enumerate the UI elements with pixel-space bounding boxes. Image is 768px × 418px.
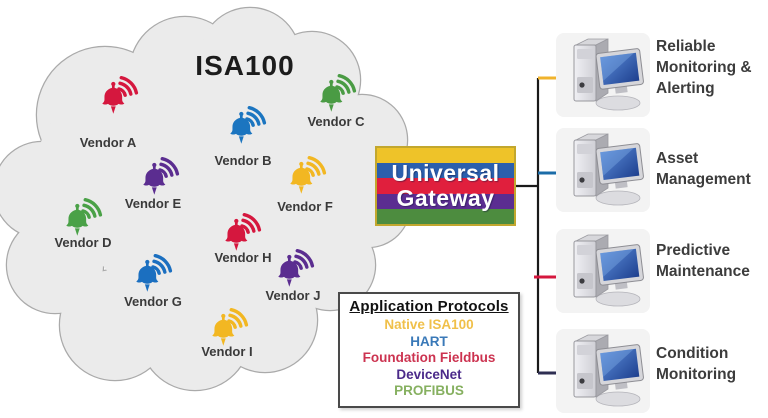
computer-icon [556, 329, 650, 413]
gateway-stripe-isa100 [377, 148, 514, 164]
vendor-c-label: Vendor C [307, 114, 365, 129]
vendor-b-label: Vendor B [214, 153, 272, 168]
computer-icon [556, 229, 650, 313]
vendor-f-label: Vendor F [277, 199, 333, 214]
vendor-i-label: Vendor I [201, 344, 253, 359]
label-reliable-monitoring: Reliable Monitoring & Alerting [656, 38, 752, 97]
gateway-stripe-fieldbus [377, 178, 514, 194]
vendor-a-label: Vendor A [79, 135, 137, 150]
vendor-d-label: Vendor D [54, 235, 112, 250]
workstation-condition-monitoring [556, 329, 650, 413]
gateway-label-line1: Universal [391, 160, 500, 186]
vendor-h-label: Vendor H [214, 250, 272, 265]
gateway-stripe-hart [377, 163, 514, 179]
computer-icon [556, 128, 650, 212]
workstation-predictive-maintenance [556, 229, 650, 313]
protocol-native-isa100: Native ISA100 [384, 317, 474, 332]
vendor-g-label: Vendor G [124, 294, 182, 309]
application-protocols-legend: Application Protocols Native ISA100 HART… [338, 292, 520, 408]
protocols-title: Application Protocols [349, 298, 509, 315]
gateway-label-line2: Gateway [396, 185, 495, 211]
cloud-title: ISA100 [195, 50, 295, 81]
label-asset-management: Asset Management [656, 150, 751, 188]
protocol-profibus: PROFIBUS [394, 383, 464, 398]
universal-gateway-box [375, 146, 516, 226]
protocol-devicenet: DeviceNet [396, 366, 462, 382]
workstation-reliable-monitoring [556, 33, 650, 117]
vendor-j-label: Vendor J [265, 288, 321, 303]
label-condition-monitoring: Condition Monitoring [656, 345, 737, 383]
protocol-hart: HART [410, 333, 448, 349]
protocol-foundation-fieldbus: Foundation Fieldbus [362, 350, 496, 365]
vendor-e-label: Vendor E [124, 196, 182, 211]
workstation-asset-management [556, 128, 650, 212]
label-predictive-maintenance: Predictive Maintenance [656, 242, 750, 280]
gateway-stripe-profibus [377, 208, 514, 225]
computer-icon [556, 33, 650, 117]
gateway-stripe-devicenet [377, 193, 514, 209]
